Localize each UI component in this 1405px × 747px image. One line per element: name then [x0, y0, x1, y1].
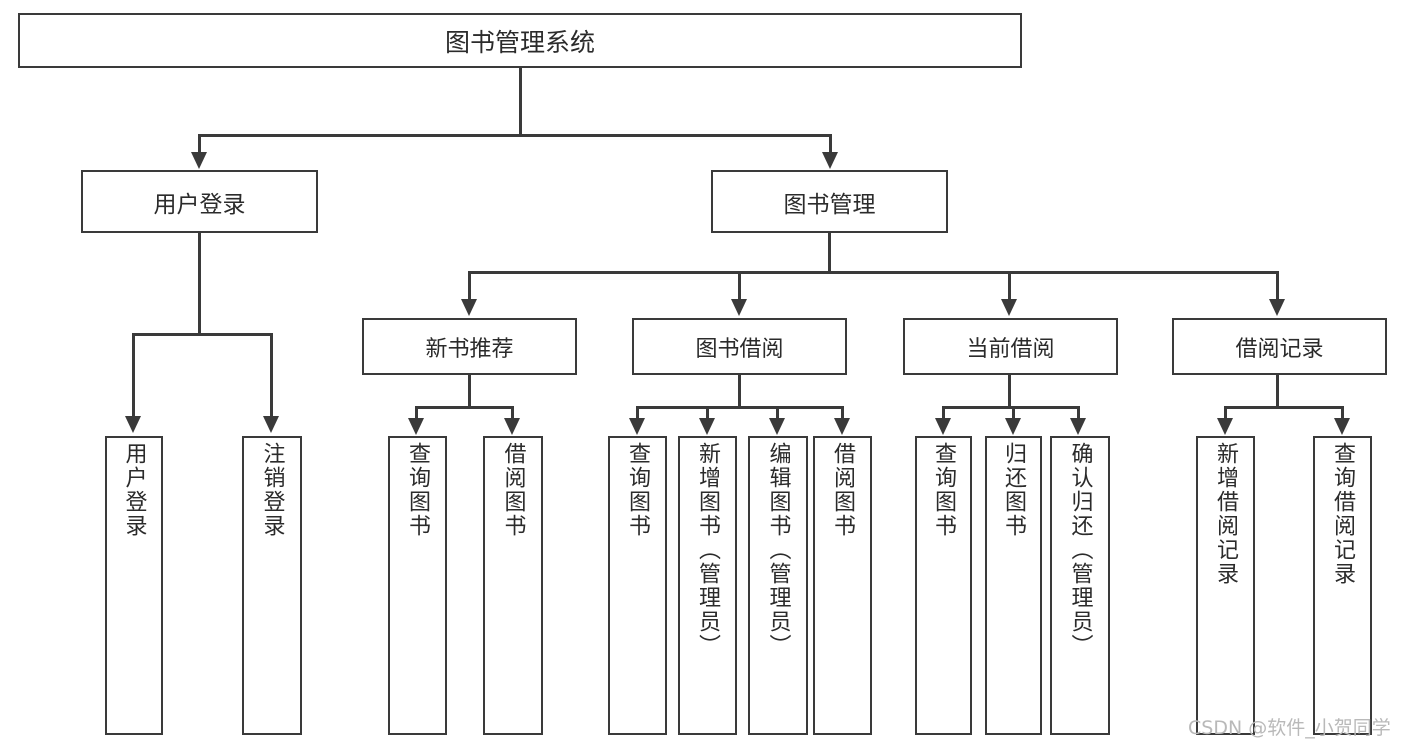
arrow-br-to-leaf-1 [1217, 418, 1233, 435]
node-borrow-record-label: 借阅记录 [1235, 336, 1324, 362]
node-leaf-query-record-label: 查询借阅记录 [1330, 442, 1356, 586]
node-leaf-query-record[interactable]: 查询借阅记录 [1313, 436, 1372, 735]
node-leaf-user-login-label: 用户登录 [121, 442, 147, 538]
node-leaf-borrow-book-1[interactable]: 借阅图书 [483, 436, 543, 735]
arrow-user-login-to-leaf-2 [263, 416, 279, 433]
connector-user-login-stem [198, 233, 201, 335]
node-current-borrow[interactable]: 当前借阅 [903, 318, 1118, 375]
arrow-bb-to-leaf-4 [834, 418, 850, 435]
connector-new-book-recommend-bar [415, 406, 514, 409]
arrow-cb-to-leaf-3 [1070, 418, 1086, 435]
connector-bb-to-leaf-4 [841, 406, 844, 420]
connector-bb-to-leaf-2 [706, 406, 709, 420]
connector-book-borrow-stem [738, 375, 741, 408]
node-leaf-borrow-book-2-label: 借阅图书 [830, 442, 856, 538]
node-leaf-add-record[interactable]: 新增借阅记录 [1196, 436, 1255, 735]
arrow-nbr-to-leaf-1 [408, 418, 424, 435]
connector-book-manage-to-l3-3 [1008, 271, 1011, 301]
node-leaf-query-book-1[interactable]: 查询图书 [388, 436, 447, 735]
connector-root-bar [198, 134, 832, 137]
node-leaf-query-book-3[interactable]: 查询图书 [915, 436, 972, 735]
node-leaf-return-book[interactable]: 归还图书 [985, 436, 1042, 735]
connector-br-to-leaf-2 [1341, 406, 1344, 420]
arrow-bb-to-leaf-3 [769, 418, 785, 435]
arrow-book-manage-to-l3-2 [731, 299, 747, 316]
node-leaf-confirm-return-label: 确认归还（管理员） [1067, 442, 1093, 658]
connector-book-manage-bar [468, 271, 1278, 274]
arrow-br-to-leaf-2 [1334, 418, 1350, 435]
connector-book-manage-stem [828, 233, 831, 273]
connector-cb-to-leaf-1 [942, 406, 945, 420]
node-root[interactable]: 图书管理系统 [18, 13, 1022, 68]
node-book-manage-label: 图书管理 [783, 191, 876, 218]
node-user-login[interactable]: 用户登录 [81, 170, 318, 233]
connector-book-manage-to-l3-2 [738, 271, 741, 301]
node-leaf-logout-login[interactable]: 注销登录 [242, 436, 302, 735]
node-leaf-query-book-3-label: 查询图书 [931, 442, 957, 538]
node-leaf-query-book-2[interactable]: 查询图书 [608, 436, 667, 735]
arrow-bb-to-leaf-1 [629, 418, 645, 435]
node-leaf-query-book-1-label: 查询图书 [405, 442, 431, 538]
watermark-text: CSDN @软件_小贺同学 [1188, 717, 1391, 739]
connector-new-book-recommend-stem [468, 375, 471, 408]
node-leaf-return-book-label: 归还图书 [1001, 442, 1027, 538]
node-book-borrow-label: 图书借阅 [695, 336, 784, 362]
arrow-cb-to-leaf-1 [935, 418, 951, 435]
node-user-login-label: 用户登录 [153, 191, 246, 218]
connector-current-borrow-bar [942, 406, 1079, 409]
node-book-borrow[interactable]: 图书借阅 [632, 318, 847, 375]
node-new-book-recommend[interactable]: 新书推荐 [362, 318, 577, 375]
connector-cb-to-leaf-3 [1077, 406, 1080, 420]
node-root-label: 图书管理系统 [444, 27, 595, 57]
node-leaf-add-record-label: 新增借阅记录 [1213, 442, 1239, 586]
connector-root-to-user-login [198, 134, 201, 154]
connector-br-to-leaf-1 [1224, 406, 1227, 420]
node-leaf-borrow-book-2[interactable]: 借阅图书 [813, 436, 872, 735]
node-leaf-edit-book-label: 编辑图书（管理员） [765, 442, 791, 658]
connector-user-login-to-leaf-1 [132, 333, 135, 418]
connector-borrow-record-stem [1276, 375, 1279, 408]
node-new-book-recommend-label: 新书推荐 [425, 336, 514, 362]
arrow-user-login-to-leaf-1 [125, 416, 141, 433]
arrow-cb-to-leaf-2 [1005, 418, 1021, 435]
connector-user-login-bar [132, 333, 273, 336]
node-leaf-user-login[interactable]: 用户登录 [105, 436, 163, 735]
connector-nbr-to-leaf-1 [415, 406, 418, 420]
node-borrow-record[interactable]: 借阅记录 [1172, 318, 1387, 375]
connector-bb-to-leaf-3 [776, 406, 779, 420]
node-leaf-borrow-book-1-label: 借阅图书 [500, 442, 526, 538]
connector-book-manage-to-l3-1 [468, 271, 471, 301]
node-leaf-logout-login-label: 注销登录 [259, 442, 285, 538]
node-current-borrow-label: 当前借阅 [966, 336, 1055, 362]
connector-user-login-to-leaf-2 [270, 333, 273, 418]
arrow-root-to-book-manage [822, 152, 838, 169]
arrow-book-manage-to-l3-4 [1269, 299, 1285, 316]
connector-root-to-book-manage [829, 134, 832, 154]
node-leaf-confirm-return[interactable]: 确认归还（管理员） [1050, 436, 1110, 735]
connector-borrow-record-bar [1224, 406, 1343, 409]
connector-bb-to-leaf-1 [636, 406, 639, 420]
node-leaf-edit-book[interactable]: 编辑图书（管理员） [748, 436, 808, 735]
node-leaf-query-book-2-label: 查询图书 [625, 442, 651, 538]
connector-current-borrow-stem [1008, 375, 1011, 408]
node-leaf-add-book[interactable]: 新增图书（管理员） [678, 436, 737, 735]
connector-root-stem [519, 68, 522, 136]
arrow-book-manage-to-l3-3 [1001, 299, 1017, 316]
connector-cb-to-leaf-2 [1012, 406, 1015, 420]
arrow-book-manage-to-l3-1 [461, 299, 477, 316]
node-leaf-add-book-label: 新增图书（管理员） [695, 442, 721, 658]
arrow-root-to-user-login [191, 152, 207, 169]
connector-book-manage-to-l3-4 [1276, 271, 1279, 301]
arrow-nbr-to-leaf-2 [504, 418, 520, 435]
connector-book-borrow-bar [636, 406, 843, 409]
node-book-manage[interactable]: 图书管理 [711, 170, 948, 233]
connector-nbr-to-leaf-2 [511, 406, 514, 420]
arrow-bb-to-leaf-2 [699, 418, 715, 435]
